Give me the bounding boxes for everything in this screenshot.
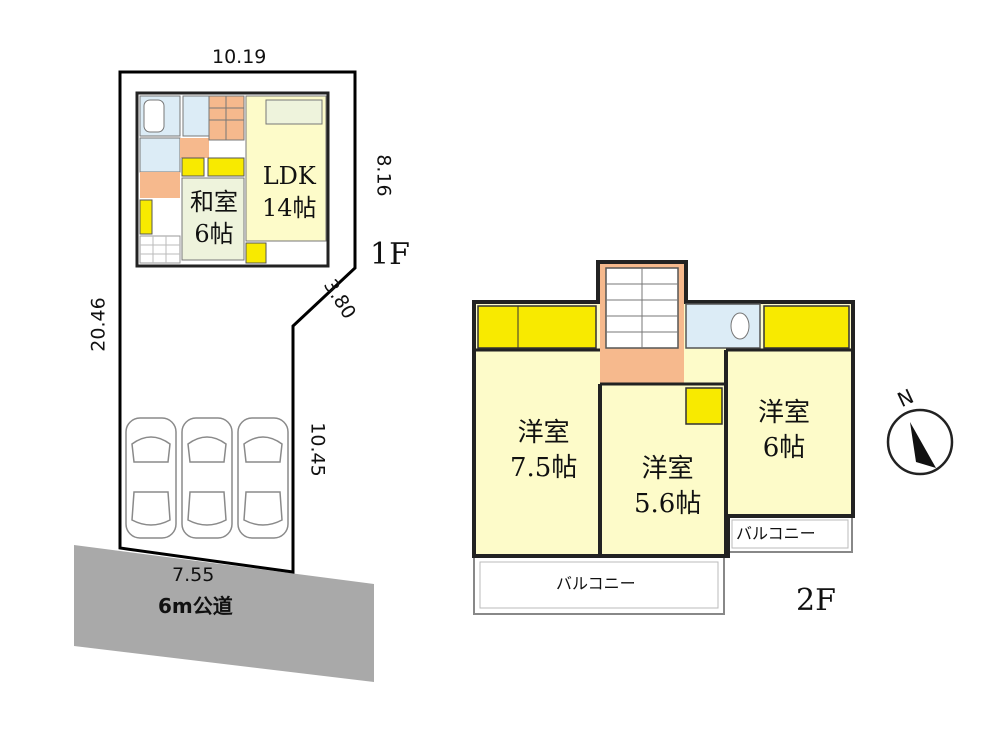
- room-washitsu: 和室 6帖: [190, 186, 238, 251]
- room-western-6-size: 6帖: [762, 433, 806, 464]
- road-label: 6m公道: [158, 594, 233, 618]
- room-western-7-5: 洋室 7.5帖: [510, 416, 577, 486]
- balcony-main-label: バルコニー: [556, 574, 636, 593]
- room-ldk: LDK 14帖: [262, 160, 317, 225]
- storage-1f-b: [207, 157, 245, 177]
- dim-right-upper: 8.16: [372, 154, 395, 197]
- closet-6: [763, 305, 850, 349]
- floor2-label: 2F: [796, 583, 836, 618]
- dim-right-lower: 10.45: [306, 422, 329, 477]
- floor1-label: 1F: [370, 237, 410, 272]
- compass-needle: [910, 422, 936, 468]
- closet-7-5: [477, 305, 597, 349]
- storage-1f-c: [139, 199, 153, 235]
- dim-top: 10.19: [212, 46, 267, 68]
- bathtub: [143, 99, 165, 133]
- room-western-5-6-name: 洋室: [641, 454, 694, 484]
- room-western-5-6: 洋室 5.6帖: [634, 452, 701, 522]
- room-western-5-6-size: 5.6帖: [634, 489, 702, 520]
- room-ldk-name: LDK: [262, 162, 316, 190]
- storage-1f-a: [181, 157, 205, 177]
- room-western-7-5-name: 洋室: [517, 418, 570, 448]
- washitsu-room: [181, 177, 245, 261]
- public-road: [74, 545, 374, 682]
- first-floor-plan: [135, 91, 330, 268]
- storage-1f-d: [245, 242, 267, 264]
- toilet-room: [182, 95, 210, 137]
- washroom: [139, 137, 181, 173]
- car-3: [237, 417, 289, 539]
- balcony-main: [473, 555, 725, 615]
- dim-bottom: 7.55: [172, 564, 215, 586]
- car-2: [181, 417, 233, 539]
- parking-cars: [125, 417, 289, 539]
- balcony-side-label: バルコニー: [736, 524, 816, 543]
- room-washitsu-name: 和室: [190, 188, 238, 216]
- site-boundary: [118, 70, 357, 574]
- kitchen-counter: [265, 99, 323, 125]
- second-floor-plan: [472, 260, 855, 615]
- room-western-6-name: 洋室: [758, 398, 811, 428]
- room-western-6: 洋室 6帖: [758, 396, 810, 466]
- entrance: [139, 235, 181, 264]
- room-washitsu-size: 6帖: [194, 220, 234, 249]
- room-ldk-size: 14帖: [262, 194, 317, 223]
- balcony-side: [727, 515, 853, 553]
- room-western-7-5-size: 7.5帖: [510, 453, 578, 484]
- compass: [886, 408, 954, 476]
- closet-5-6: [685, 387, 723, 425]
- car-1: [125, 417, 177, 539]
- dim-left: 20.46: [87, 297, 110, 352]
